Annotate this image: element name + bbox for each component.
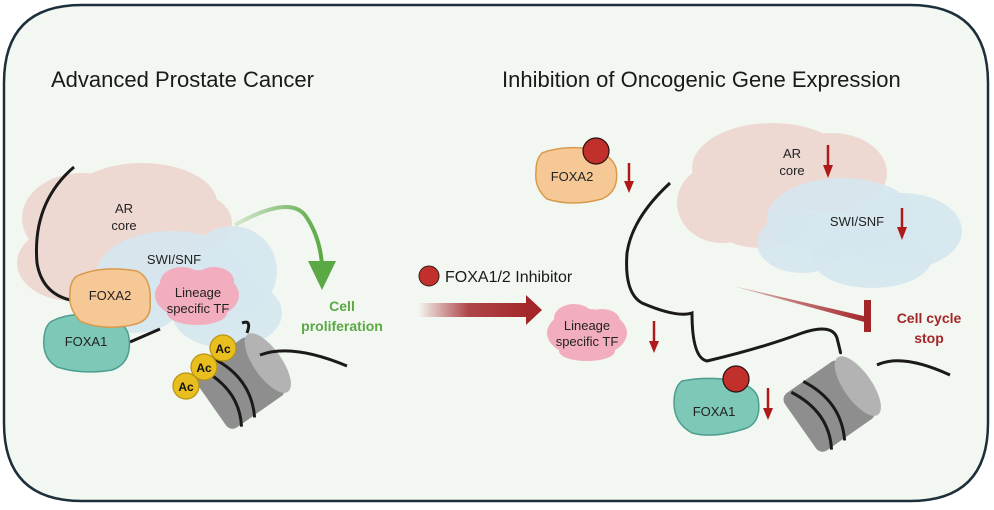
cell-cycle-stop-label-2: stop — [914, 330, 944, 346]
ar-core-label-right: AR — [783, 146, 801, 161]
dna-strand — [34, 165, 75, 302]
acetyl-mark: Ac — [190, 353, 218, 381]
down-arrow-icon — [649, 321, 659, 353]
swi-snf-label-right: SWI/SNF — [830, 214, 884, 229]
proliferation-arrow — [234, 205, 324, 266]
proliferation-label-2: proliferation — [301, 318, 383, 334]
ar-core-label-right-2: core — [779, 163, 804, 178]
acetyl-mark: Ac — [172, 372, 200, 400]
ar-core-label-2: core — [111, 218, 136, 233]
inhibition-line — [733, 286, 868, 323]
inhibition-bar — [864, 300, 871, 332]
swi-snf-label: SWI/SNF — [147, 252, 201, 267]
down-arrow-icon — [763, 388, 773, 420]
foxa2-label: FOXA2 — [89, 288, 132, 303]
inhibitor-bound-icon — [582, 137, 610, 165]
svg-text:Ac: Ac — [178, 380, 194, 394]
foxa1-protein-inhibited — [673, 377, 760, 436]
dna-strand-right-panel — [625, 181, 843, 363]
dna-strand-right-tail — [876, 359, 951, 377]
inhibitor-bound-icon — [722, 365, 750, 393]
down-arrow-icon — [624, 163, 634, 193]
treatment-arrowhead — [526, 295, 542, 325]
figure-panel: Advanced Prostate Cancer AR core SWI/SNF… — [2, 3, 990, 503]
down-arrow-icon — [897, 208, 907, 240]
right-panel-title: Inhibition of Oncogenic Gene Expression — [502, 67, 901, 92]
foxa2-protein — [68, 268, 151, 328]
proliferation-label: Cell — [329, 298, 355, 314]
inhibitor-label: FOXA1/2 Inhibitor — [445, 269, 573, 286]
inhibitor-icon — [418, 265, 440, 287]
lineage-tf-label-2: specific TF — [167, 301, 230, 316]
cell-cycle-stop-label: Cell cycle — [897, 310, 962, 326]
foxa1-label: FOXA1 — [65, 334, 108, 349]
lineage-tf-label: Lineage — [175, 285, 221, 300]
lineage-tf-label-right: Lineage — [564, 318, 610, 333]
ar-core-label: AR — [115, 201, 133, 216]
treatment-arrow — [418, 303, 530, 317]
lineage-tf-protein — [155, 267, 239, 325]
acetyl-mark: Ac — [209, 334, 237, 362]
svg-text:Ac: Ac — [215, 342, 231, 356]
foxa2-label-right: FOXA2 — [551, 169, 594, 184]
dna-strand-link — [129, 327, 161, 344]
foxa1-label-right: FOXA1 — [693, 404, 736, 419]
svg-text:Ac: Ac — [196, 361, 212, 375]
left-panel-title: Advanced Prostate Cancer — [51, 67, 314, 92]
down-arrow-icon — [823, 145, 833, 178]
proliferation-arrowhead — [308, 261, 336, 290]
swi-snf-cloud-right — [757, 178, 962, 288]
lineage-tf-protein-right — [547, 304, 627, 361]
nucleosome-right — [783, 356, 881, 452]
lineage-tf-label-right-2: specific TF — [556, 334, 619, 349]
dna-strand-right — [241, 320, 348, 368]
